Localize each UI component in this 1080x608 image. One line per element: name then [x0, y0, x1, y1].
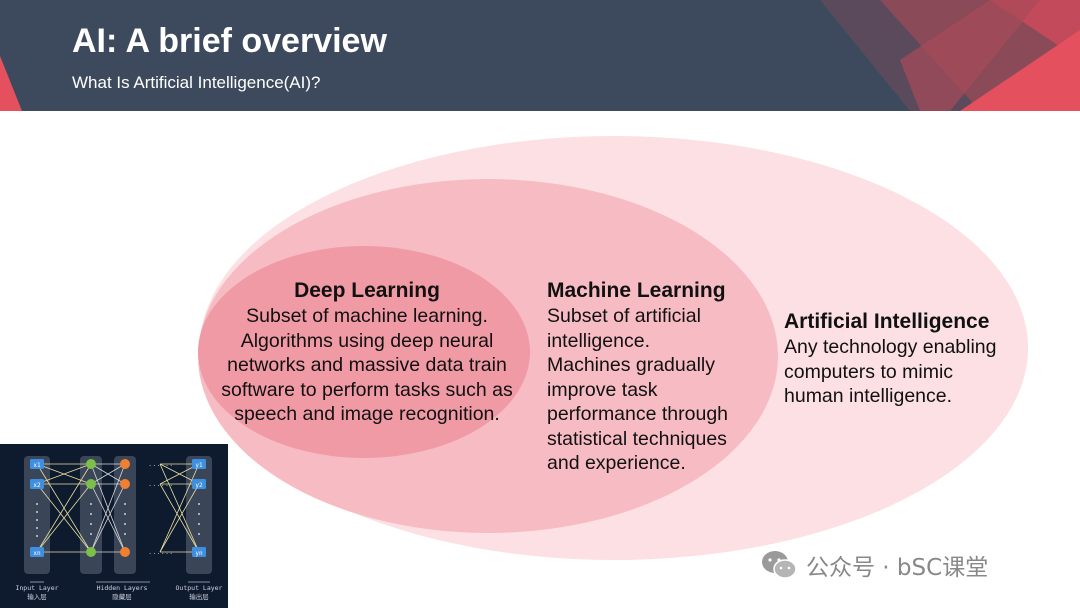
ellipsis-dot	[198, 503, 200, 505]
wechat-icon	[762, 551, 797, 579]
network-edge	[36, 463, 92, 485]
ellipsis-dots: ......	[148, 460, 173, 468]
output-layer-label: Output Layer	[176, 584, 223, 592]
page-subtitle: What Is Artificial Intelligence(AI)?	[72, 73, 321, 92]
node-label: y2	[195, 482, 203, 489]
ellipsis-dot	[124, 523, 126, 525]
ellipsis-dot	[124, 533, 126, 535]
network-edge	[159, 463, 200, 553]
network-node	[86, 479, 96, 489]
ai-line: computers to mimic	[784, 360, 954, 383]
network-node	[30, 547, 44, 557]
ellipsis-dot	[36, 535, 38, 537]
network-node	[86, 459, 96, 469]
ellipsis-dot	[198, 523, 200, 525]
dl-ellipse	[198, 246, 530, 458]
neural-network-graphic: x1 x2 xn y1 y2 yn ...... ...... ...... I…	[15, 456, 223, 601]
network-node	[120, 547, 130, 557]
ellipsis-dot	[36, 503, 38, 505]
ml-line: statistical techniques	[547, 427, 727, 450]
ml-line: improve task	[547, 378, 658, 401]
node-label: xn	[33, 550, 41, 557]
network-edge	[90, 483, 126, 553]
network-node	[86, 547, 96, 557]
hidden-layers-label: Hidden Layers	[97, 584, 148, 592]
network-edge	[36, 463, 92, 553]
network-node	[30, 479, 44, 489]
input-layer-label: Input Layer	[15, 584, 58, 592]
ellipsis-dot	[90, 533, 92, 535]
node-label: x1	[33, 462, 41, 469]
ellipsis-dot	[198, 533, 200, 535]
ml-line: Subset of artificial	[547, 305, 701, 327]
network-node	[30, 459, 44, 469]
ellipsis-dot	[90, 523, 92, 525]
network-edge	[36, 483, 92, 553]
deep-learning-title: Deep Learning	[294, 279, 440, 302]
network-nodes	[30, 459, 206, 557]
input-layer-label-cn: 输入层	[27, 592, 47, 601]
network-node	[120, 459, 130, 469]
dl-line: Algorithms using deep neural	[240, 329, 494, 352]
dl-line: software to perform tasks such as	[221, 378, 513, 401]
ml-line: Machines gradually	[547, 354, 716, 376]
header-banner: AI: A brief overview What Is Artificial …	[0, 0, 1080, 111]
ml-line: and experience.	[547, 452, 686, 474]
ellipsis-dot	[90, 503, 92, 505]
ellipsis-dot	[90, 513, 92, 515]
artificial-intelligence-title: Artificial Intelligence	[784, 310, 990, 333]
watermark: 公众号 · bSC课堂	[760, 548, 988, 582]
network-edge	[90, 463, 126, 553]
network-node	[192, 547, 206, 557]
ellipsis-dot	[36, 511, 38, 513]
neural-network-image: x1 x2 xn y1 y2 yn ...... ...... ...... I…	[0, 444, 228, 608]
dl-line: speech and image recognition.	[234, 403, 500, 425]
ellipsis-dot	[124, 503, 126, 505]
ellipsis-dot	[36, 527, 38, 529]
ml-line: intelligence.	[547, 329, 650, 352]
deep-learning-label: Deep Learning Subset of machine learning…	[205, 278, 529, 427]
deco-shape-4	[960, 30, 1080, 111]
header-decoration	[0, 0, 1080, 111]
ml-line: performance through	[547, 403, 729, 425]
artificial-intelligence-label: Artificial Intelligence Any technology e…	[784, 309, 1024, 409]
network-node	[192, 459, 206, 469]
machine-learning-title: Machine Learning	[547, 279, 726, 302]
ellipsis-dots: ......	[148, 548, 173, 556]
ai-line: Any technology enabling	[784, 336, 997, 358]
ellipsis-dots: ......	[148, 480, 173, 488]
ellipsis-dot	[124, 513, 126, 515]
machine-learning-label: Machine Learning Subset of artificial in…	[547, 278, 757, 476]
output-layer-label-cn: 输出层	[189, 592, 209, 601]
network-node	[120, 479, 130, 489]
dl-line: Subset of machine learning.	[246, 305, 488, 327]
node-label: yn	[195, 550, 203, 557]
network-node	[192, 479, 206, 489]
hidden-layers-label-cn: 隐藏层	[112, 592, 132, 601]
network-edge	[159, 483, 200, 553]
node-label: x2	[33, 482, 41, 489]
ellipsis-dot	[198, 513, 200, 515]
watermark-text: 公众号 · bSC课堂	[806, 555, 989, 581]
network-edge	[90, 463, 126, 485]
ai-line: human intelligence.	[784, 385, 953, 407]
dl-line: networks and massive data train	[227, 354, 507, 376]
page-title: AI: A brief overview	[72, 22, 387, 60]
node-label: y1	[195, 462, 203, 469]
deco-shape-5	[900, 0, 1040, 111]
ellipsis-dot	[36, 519, 38, 521]
deco-left-red	[0, 56, 22, 111]
